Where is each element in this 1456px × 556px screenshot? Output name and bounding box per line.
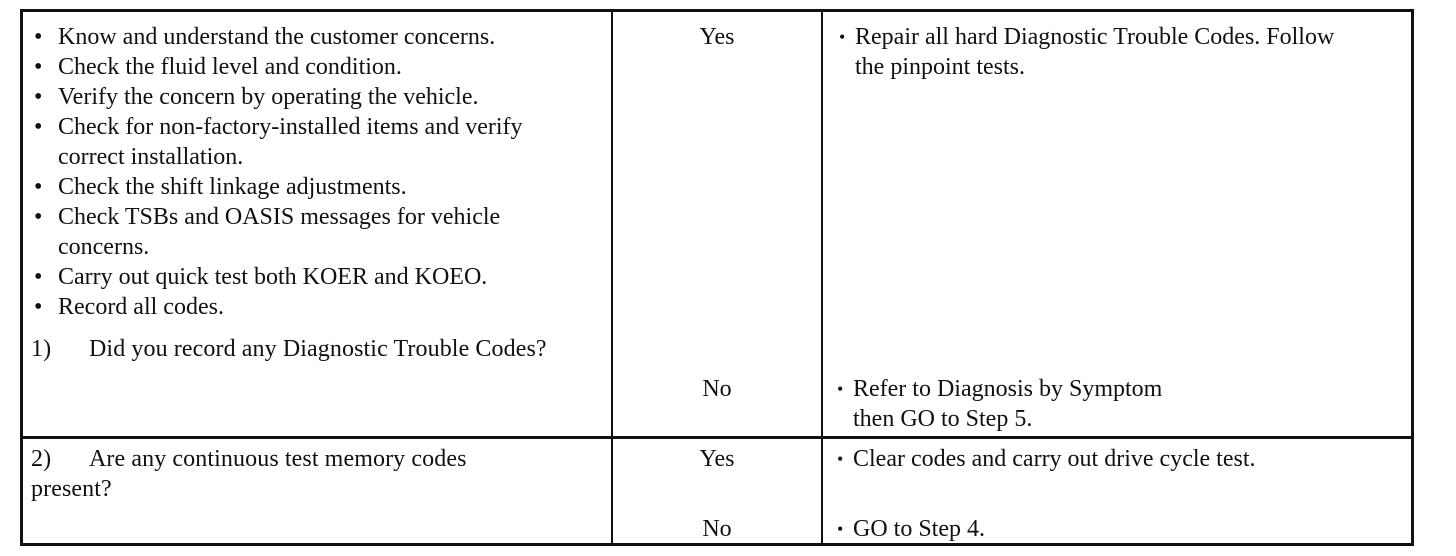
checklist-item-text: Check the shift linkage adjustments. [58, 174, 407, 200]
step1-no-action: • Refer to Diagnosis by Symptom then GO … [833, 374, 1162, 434]
step1-yes-label: Yes [699, 24, 735, 50]
checklist-item-text: correct installation. [58, 144, 244, 170]
bullet-icon: • [34, 24, 43, 50]
bullet-icon: • [837, 519, 844, 539]
step2-question-text: Are any continuous test memory codes [89, 446, 467, 472]
checklist-item: • Check TSBs and OASIS messages for vehi… [31, 202, 523, 262]
checklist-item-text: Check the fluid level and condition. [58, 54, 402, 80]
bullet-icon: • [34, 114, 43, 140]
bullet-icon: • [34, 84, 43, 110]
checklist-item: • Check the fluid level and condition. [31, 52, 523, 82]
step2-question-text: present? [31, 476, 112, 502]
step2-yes-action: • Clear codes and carry out drive cycle … [833, 444, 1256, 474]
checklist-item: • Record all codes. [31, 292, 523, 322]
checklist-item: • Check for non-factory-installed items … [31, 112, 523, 172]
checklist-item-text: Record all codes. [58, 294, 224, 320]
step2-no-action-text: GO to Step 4. [853, 516, 985, 542]
step1-question-number: 1) [31, 336, 52, 362]
step1-no-action-text: Refer to Diagnosis by Symptom [853, 376, 1163, 402]
bullet-icon: • [34, 174, 43, 200]
checklist-item: • Know and understand the customer conce… [31, 22, 523, 52]
checklist-item-text: Verify the concern by operating the vehi… [58, 84, 479, 110]
step1-no-label: No [702, 376, 732, 402]
checklist-item: • Verify the concern by operating the ve… [31, 82, 523, 112]
column-divider-1 [611, 12, 613, 543]
step2-question-number: 2) [31, 446, 52, 472]
step1-yes-action: • Repair all hard Diagnostic Trouble Cod… [835, 22, 1334, 82]
step2-no-action: • GO to Step 4. [833, 514, 985, 544]
checklist-item-text: concerns. [58, 234, 150, 260]
step2-no-label: No [702, 516, 732, 542]
bullet-icon: • [839, 27, 846, 47]
bullet-icon: • [34, 294, 43, 320]
bullet-icon: • [837, 379, 844, 399]
bullet-icon: • [34, 204, 43, 230]
checklist-item-text: Check for non-factory-installed items an… [58, 114, 523, 140]
checklist-item: • Check the shift linkage adjustments. [31, 172, 523, 202]
checklist-item-text: Carry out quick test both KOER and KOEO. [58, 264, 488, 290]
bullet-icon: • [34, 54, 43, 80]
bullet-icon: • [837, 449, 844, 469]
diagnostic-table: • Know and understand the customer conce… [20, 9, 1414, 546]
step2-yes-action-text: Clear codes and carry out drive cycle te… [853, 446, 1256, 472]
row-divider [23, 436, 1411, 439]
bullet-icon: • [34, 264, 43, 290]
step1-question: 1) Did you record any Diagnostic Trouble … [31, 334, 547, 364]
step1-question-text: Did you record any Diagnostic Trouble Co… [89, 336, 547, 362]
checklist-item-text: Know and understand the customer concern… [58, 24, 496, 50]
step1-no-action-text: then GO to Step 5. [853, 406, 1033, 432]
step1-yes-action-text: the pinpoint tests. [855, 54, 1025, 80]
checklist-item: • Carry out quick test both KOER and KOE… [31, 262, 523, 292]
checklist-item-text: Check TSBs and OASIS messages for vehicl… [58, 204, 501, 230]
step1-yes-action-text: Repair all hard Diagnostic Trouble Codes… [855, 24, 1335, 50]
step1-checklist: • Know and understand the customer conce… [31, 22, 523, 322]
column-divider-2 [821, 12, 823, 543]
step2-question: 2) Are any continuous test memory codes p… [31, 444, 467, 504]
step2-yes-label: Yes [699, 446, 735, 472]
